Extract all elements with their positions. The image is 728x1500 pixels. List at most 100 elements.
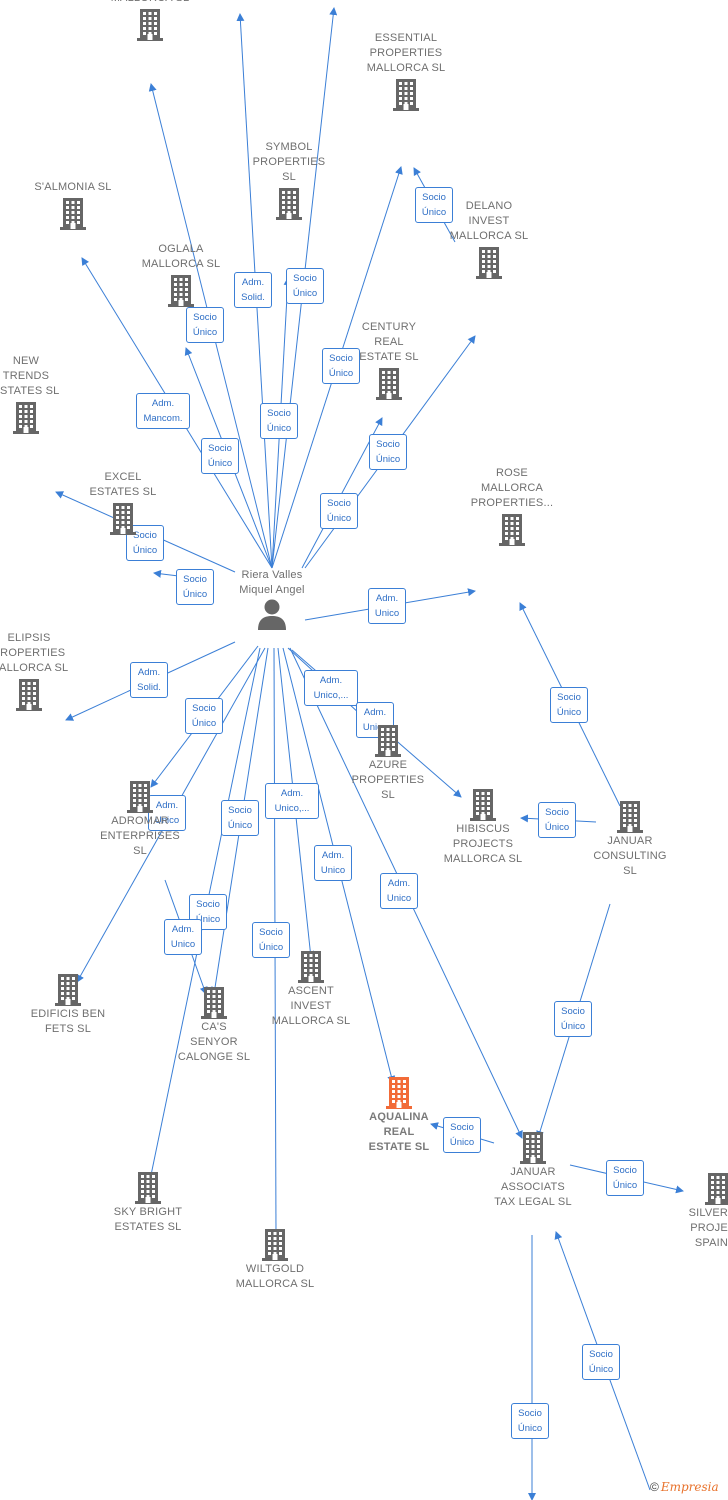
relation-tag-r-januarc-januara[interactable]: Socio Único <box>554 1001 592 1037</box>
company-label: OGLALA MALLORCA SL <box>141 243 221 270</box>
brand-footer[interactable]: ©Empresia <box>650 1480 719 1494</box>
company-label: SKY BRIGHT ESTATES SL <box>113 1206 183 1233</box>
building-icon <box>55 974 81 1006</box>
relation-tag-r-adromar-2[interactable]: Adm. Unico <box>148 795 186 831</box>
company-node-elipsis[interactable]: ELIPSIS PROPERTIES MALLORCA SL <box>0 631 89 712</box>
company-label: DELANO INVEST MALLORCA SL <box>449 200 529 242</box>
building-icon <box>262 1229 288 1261</box>
building-icon <box>375 725 401 757</box>
relation-tag-r-casenyor[interactable]: Socio Único <box>189 894 227 930</box>
person-node[interactable]: Riera Valles Miquel Angel <box>212 568 332 630</box>
company-node-casenyor[interactable]: CA'S SENYOR CALONGE SL <box>154 984 274 1065</box>
copyright-symbol: © <box>650 1480 659 1494</box>
company-label: SYMBOL PROPERTIES SL <box>252 141 326 183</box>
building-icon <box>705 1173 728 1205</box>
relation-tag-r-hamptonwell[interactable]: Adm. Solid. <box>234 272 272 308</box>
company-label: ADROMAR ENTERPRISES SL <box>100 815 180 857</box>
building-icon <box>60 198 86 230</box>
relation-tag-r-januarc-rose[interactable]: Socio Único <box>550 687 588 723</box>
company-label: JANUAR CONSULTING SL <box>593 835 667 877</box>
company-label: AZURE PROPERTIES SL <box>351 759 425 801</box>
building-icon <box>135 1172 161 1204</box>
building-icon <box>16 679 42 711</box>
company-node-delano[interactable]: DELANO INVEST MALLORCA SL <box>429 199 549 280</box>
relation-tag-r-edificis[interactable]: Adm. Unico <box>164 919 202 955</box>
relation-tag-r-januara[interactable]: Adm. Unico <box>380 873 418 909</box>
company-label: ELIPSIS PROPERTIES MALLORCA SL <box>0 632 69 674</box>
company-node-aqualina[interactable]: AQUALINA REAL ESTATE SL <box>339 1074 459 1155</box>
company-node-silverline[interactable]: SILVERLI... PROJEC... SPAIN ... <box>658 1170 728 1251</box>
building-icon <box>13 402 39 434</box>
relation-tag-r-januarc-hibiscus[interactable]: Socio Único <box>538 802 576 838</box>
company-node-salmonia[interactable]: S'ALMONIA SL <box>13 180 133 231</box>
company-node-hamptonwell[interactable]: HAMPTONWELL MALLORCA SL <box>90 0 210 42</box>
relation-tag-r-aqualina[interactable]: Adm. Unico <box>314 845 352 881</box>
relation-tag-r-symbol[interactable]: Socio Único <box>260 403 298 439</box>
building-icon <box>393 79 419 111</box>
company-node-edificis[interactable]: EDIFICIS BEN FETS SL <box>8 971 128 1037</box>
company-node-ascent[interactable]: ASCENT INVEST MALLORCA SL <box>251 948 371 1029</box>
company-node-januarc[interactable]: JANUAR CONSULTING SL <box>570 798 690 879</box>
relation-tag-r-azure[interactable]: Adm. Unico,... <box>304 670 358 706</box>
company-label: HAMPTONWELL MALLORCA SL <box>90 0 210 6</box>
building-icon <box>168 275 194 307</box>
building-icon <box>476 247 502 279</box>
building-icon <box>520 1132 546 1164</box>
company-label: JANUAR ASSOCIATS TAX LEGAL SL <box>494 1166 572 1208</box>
company-label: CA'S SENYOR CALONGE SL <box>177 1021 251 1063</box>
relation-tag-r-delano-essential[interactable]: Socio Único <box>415 187 453 223</box>
relation-tag-r-rose[interactable]: Adm. Unico <box>368 588 406 624</box>
company-node-januara[interactable]: JANUAR ASSOCIATS TAX LEGAL SL <box>473 1129 593 1210</box>
relation-tag-r-excel[interactable]: Socio Único <box>176 569 214 605</box>
company-node-adromar[interactable]: ADROMAR ENTERPRISES SL <box>80 778 200 859</box>
company-label: S'ALMONIA SL <box>34 181 112 193</box>
person-name: Riera Valles Miquel Angel <box>239 569 305 596</box>
relation-tag-r-oglala[interactable]: Socio Único <box>186 307 224 343</box>
relation-tag-r-essential[interactable]: Socio Único <box>322 348 360 384</box>
company-label: WILTGOLD MALLORCA SL <box>235 1263 315 1290</box>
company-label: CENTURY REAL ESTATE SL <box>359 321 419 363</box>
building-icon <box>386 1077 412 1109</box>
company-node-oglala[interactable]: OGLALA MALLORCA SL <box>121 242 241 308</box>
company-label: HIBISCUS PROJECTS MALLORCA SL <box>443 823 523 865</box>
relation-tag-r-bottom-2[interactable]: Socio Único <box>511 1403 549 1439</box>
relation-tag-r-century[interactable]: Socio Único <box>369 434 407 470</box>
company-label: AQUALINA REAL ESTATE SL <box>368 1111 430 1153</box>
building-icon <box>298 951 324 983</box>
company-node-symbol[interactable]: SYMBOL PROPERTIES SL <box>229 140 349 221</box>
building-icon <box>127 781 153 813</box>
company-node-newtrends[interactable]: NEW TRENDS ESTATES SL <box>0 354 86 435</box>
building-icon <box>110 503 136 535</box>
relation-tag-r-delano[interactable]: Socio Único <box>320 493 358 529</box>
relation-tag-r-bottom-1[interactable]: Socio Único <box>582 1344 620 1380</box>
company-label: ROSE MALLORCA PROPERTIES... <box>470 467 554 509</box>
company-label: ESSENTIAL PROPERTIES MALLORCA SL <box>366 32 446 74</box>
company-node-century[interactable]: CENTURY REAL ESTATE SL <box>329 320 449 401</box>
company-node-skybright[interactable]: SKY BRIGHT ESTATES SL <box>88 1169 208 1235</box>
relation-tag-r-januara-aqualina[interactable]: Socio Único <box>443 1117 481 1153</box>
person-icon <box>258 599 286 630</box>
relation-tag-r-elipsis[interactable]: Adm. Solid. <box>130 662 168 698</box>
company-node-wiltgold[interactable]: WILTGOLD MALLORCA SL <box>215 1226 335 1292</box>
company-label: SILVERLI... PROJEC... SPAIN ... <box>688 1207 728 1249</box>
company-label: NEW TRENDS ESTATES SL <box>0 355 60 397</box>
company-node-azure[interactable]: AZURE PROPERTIES SL <box>328 722 448 803</box>
company-node-hibiscus[interactable]: HIBISCUS PROJECTS MALLORCA SL <box>423 786 543 867</box>
company-node-excel[interactable]: EXCEL ESTATES SL <box>63 470 183 536</box>
company-node-essential[interactable]: ESSENTIAL PROPERTIES MALLORCA SL <box>346 31 466 112</box>
relation-tag-r-oglala-2[interactable]: Socio Único <box>201 438 239 474</box>
relation-tag-r-adromar[interactable]: Socio Único <box>185 698 223 734</box>
relation-tag-r-top-right[interactable]: Socio Único <box>286 268 324 304</box>
relation-tag-r-ascent[interactable]: Adm. Unico,... <box>265 783 319 819</box>
building-icon <box>201 987 227 1019</box>
relation-tag-r-silverline[interactable]: Socio Único <box>606 1160 644 1196</box>
company-label: EXCEL ESTATES SL <box>89 471 157 498</box>
relation-tag-r-salmonia[interactable]: Adm. Mancom. <box>136 393 190 429</box>
relation-tag-r-skybright[interactable]: Socio Único <box>221 800 259 836</box>
company-node-rose[interactable]: ROSE MALLORCA PROPERTIES... <box>452 466 572 547</box>
building-icon <box>137 9 163 41</box>
building-icon <box>276 188 302 220</box>
relation-tag-r-wiltgold[interactable]: Socio Único <box>252 922 290 958</box>
building-icon <box>470 789 496 821</box>
brand-name: Empresia <box>660 1480 719 1494</box>
